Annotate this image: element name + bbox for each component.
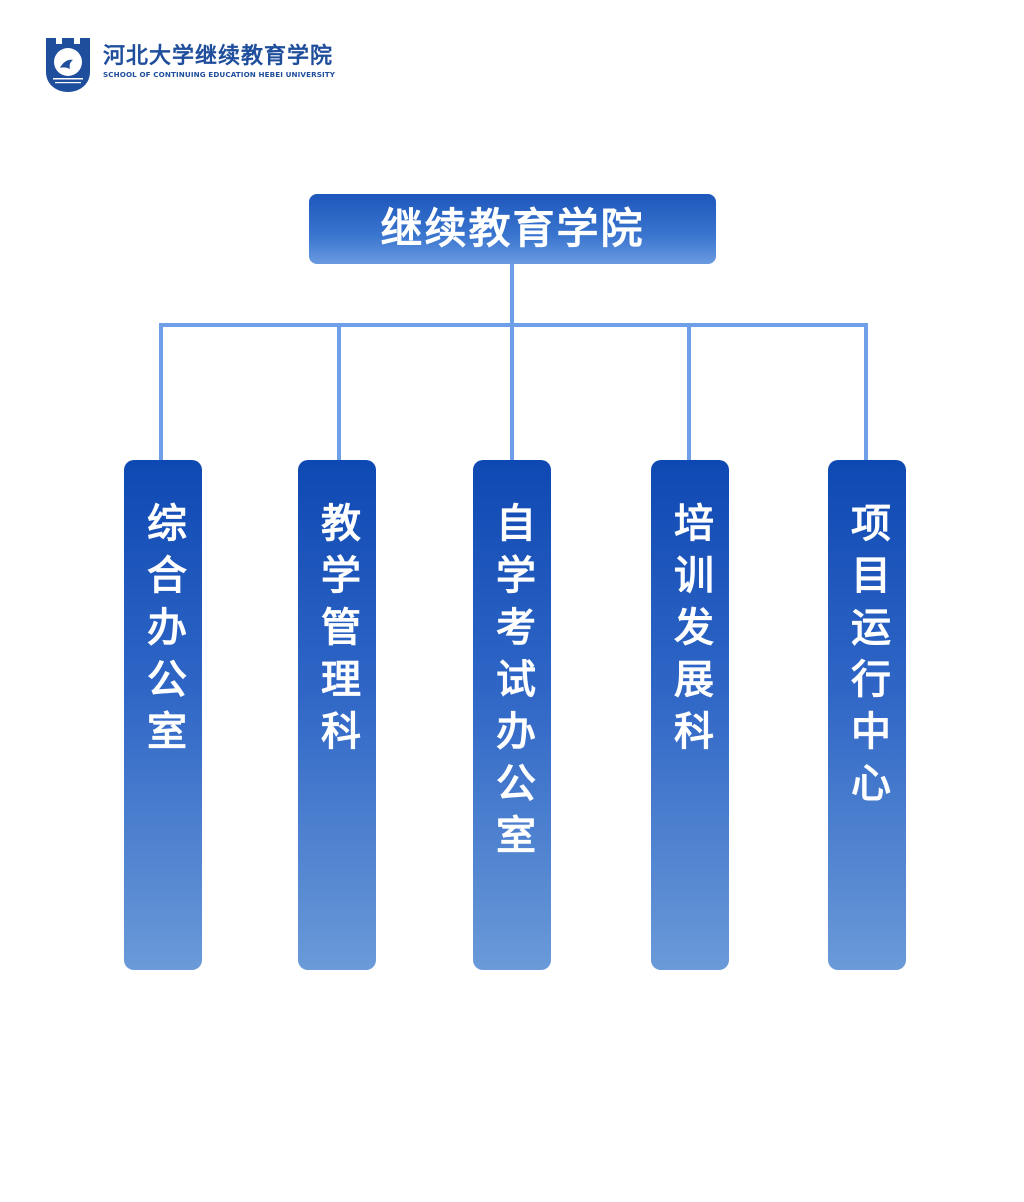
org-name-cn: 河北大学继续教育学院 — [103, 44, 334, 69]
dept-label: 培训发展科 — [667, 502, 713, 762]
org-name-block: 河北大学继续教育学院 SCHOOL OF CONTINUING EDUCATIO… — [103, 44, 335, 80]
root-node-label: 继续教育学院 — [380, 204, 645, 253]
dept-label: 综合办公室 — [140, 502, 186, 762]
university-seal-icon — [44, 34, 92, 94]
org-name-en: SCHOOL OF CONTINUING EDUCATION HEBEI UNI… — [103, 70, 336, 79]
dept-node-teaching-management: 教学管理科 — [298, 460, 376, 970]
dept-node-training-development: 培训发展科 — [651, 460, 729, 970]
dept-label: 项目运行中心 — [844, 502, 890, 814]
dept-node-self-study-exam-office: 自学考试办公室 — [473, 460, 551, 970]
dept-label: 教学管理科 — [314, 502, 360, 762]
dept-node-general-office: 综合办公室 — [124, 460, 202, 970]
dept-label: 自学考试办公室 — [489, 502, 535, 866]
dept-node-project-operation-center: 项目运行中心 — [828, 460, 906, 970]
root-node: 继续教育学院 — [309, 194, 716, 264]
